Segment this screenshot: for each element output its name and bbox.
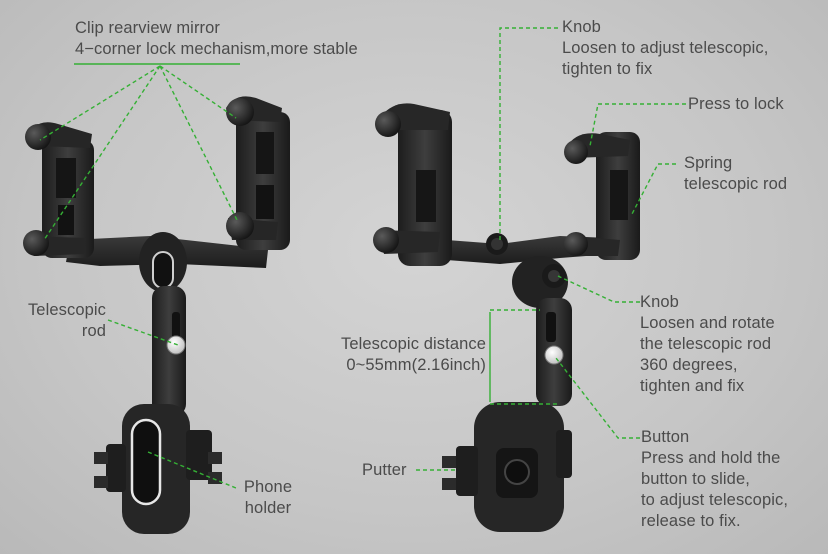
label-button-line1: Button — [641, 428, 690, 446]
label-knob-top: Knob Loosen to adjust telescopic, tighte… — [562, 17, 768, 80]
label-knob-mid-line4: 360 degrees, — [640, 356, 738, 374]
label-telescopic-rod-line2: rod — [81, 322, 106, 340]
right-clamp-left — [373, 103, 452, 266]
left-mount — [23, 96, 290, 534]
label-button: Button Press and hold the button to slid… — [641, 427, 788, 532]
label-knob-top-line3: tighten to fix — [562, 60, 653, 78]
label-telescopic-rod-line1: Telescopic — [27, 301, 106, 319]
label-knob-mid-line1: Knob — [640, 293, 679, 311]
label-putter: Putter — [362, 460, 407, 481]
label-phone-holder: Phone holder — [236, 477, 300, 519]
label-knob-mid-line3: the telescopic rod — [640, 335, 772, 353]
label-button-line2: Press and hold the — [641, 449, 781, 467]
label-clip: Clip rearview mirror 4−corner lock mecha… — [75, 18, 358, 60]
label-telescopic-distance: Telescopic distance 0~55mm(2.16inch) — [300, 334, 486, 376]
label-phone-holder-line1: Phone — [243, 478, 293, 496]
label-telescopic-rod: Telescopic rod — [14, 300, 106, 342]
left-phone-holder — [94, 404, 222, 534]
label-knob-mid-line5: tighten and fix — [640, 377, 745, 395]
label-clip-line1: Clip rearview mirror — [75, 19, 221, 37]
right-phone-holder — [442, 402, 572, 532]
label-telescopic-distance-line2: 0~55mm(2.16inch) — [346, 356, 486, 374]
label-button-line3: button to slide, — [641, 470, 750, 488]
label-knob-top-line2: Loosen to adjust telescopic, — [562, 39, 769, 57]
label-clip-line2: 4−corner lock mechanism,more stable — [75, 40, 358, 58]
right-mount — [373, 103, 640, 532]
label-spring-rod-line2: telescopic rod — [684, 175, 788, 193]
label-press-to-lock: Press to lock — [688, 94, 784, 115]
label-button-line4: to adjust telescopic, — [641, 491, 789, 509]
label-putter-line1: Putter — [362, 461, 407, 479]
left-clamp-right — [226, 96, 290, 250]
label-press-to-lock-line1: Press to lock — [688, 95, 784, 113]
label-spring-rod-line1: Spring — [684, 154, 733, 172]
label-knob-top-line1: Knob — [562, 18, 601, 36]
label-knob-mid-line2: Loosen and rotate — [640, 314, 775, 332]
label-knob-mid: Knob Loosen and rotate the telescopic ro… — [640, 292, 775, 397]
label-spring-rod: Spring telescopic rod — [684, 153, 787, 195]
leader-lines — [39, 27, 686, 489]
right-clamp-right — [564, 132, 640, 260]
label-telescopic-distance-line1: Telescopic distance — [341, 335, 486, 353]
label-button-line5: release to fix. — [641, 512, 741, 530]
label-phone-holder-line2: holder — [244, 499, 292, 517]
left-clamp-left — [23, 122, 94, 258]
